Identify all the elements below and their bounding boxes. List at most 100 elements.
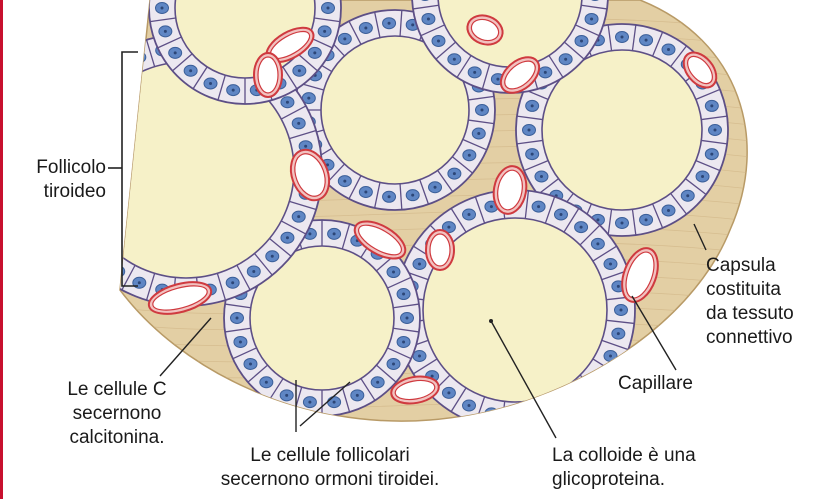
colloid-label-line2: glicoproteina. bbox=[552, 468, 696, 492]
nucleolus bbox=[117, 270, 120, 273]
nucleolus bbox=[411, 23, 414, 26]
cell-nucleus bbox=[532, 408, 545, 419]
nucleolus bbox=[537, 412, 540, 415]
nucleolus bbox=[308, 232, 311, 235]
capillary bbox=[254, 53, 282, 97]
nucleolus bbox=[609, 263, 612, 266]
nucleolus bbox=[710, 153, 713, 156]
nucleolus bbox=[473, 71, 476, 74]
capillary-lumen bbox=[430, 234, 450, 266]
nucleolus bbox=[406, 317, 409, 320]
nucleolus bbox=[468, 154, 471, 157]
nucleolus bbox=[559, 404, 562, 407]
follicular-cells-label-line2: secernono ormoni tiroidei. bbox=[190, 468, 470, 492]
nucleolus bbox=[364, 190, 367, 193]
cell-nucleus bbox=[554, 400, 567, 411]
colloid-label-line1: La colloide è una bbox=[552, 444, 696, 468]
c-cells-label-line3: calcitonina. bbox=[42, 426, 192, 450]
nucleolus bbox=[343, 180, 346, 183]
nucleolus bbox=[117, 67, 120, 70]
nucleolus bbox=[327, 7, 330, 10]
cell-boundary bbox=[564, 388, 579, 412]
nucleolus bbox=[701, 175, 704, 178]
cell-boundary bbox=[66, 106, 91, 119]
nucleolus bbox=[531, 153, 534, 156]
follicle-label-line2: tiroideo bbox=[10, 180, 106, 204]
nucleolus bbox=[580, 39, 583, 42]
nucleolus bbox=[388, 22, 391, 25]
cell-nucleus bbox=[575, 387, 588, 398]
capsule-label: Capsula costituita da tessuto connettivo bbox=[706, 254, 794, 350]
nucleolus bbox=[364, 27, 367, 30]
nucleolus bbox=[468, 404, 471, 407]
nucleolus bbox=[453, 58, 456, 61]
cell-boundary bbox=[66, 221, 91, 234]
nucleolus bbox=[333, 232, 336, 235]
nucleolus bbox=[544, 71, 547, 74]
nucleolus bbox=[580, 391, 583, 394]
capsule-label-line4: connettivo bbox=[706, 326, 794, 350]
nucleolus bbox=[286, 101, 289, 104]
nucleolus bbox=[98, 82, 101, 85]
nucleolus bbox=[308, 401, 311, 404]
nucleolus bbox=[481, 109, 484, 112]
nucleolus bbox=[468, 213, 471, 216]
nucleolus bbox=[686, 194, 689, 197]
left-border-line bbox=[0, 0, 3, 499]
colloid-label: La colloide è una glicoproteina. bbox=[552, 444, 696, 492]
cell-boundary bbox=[545, 397, 554, 423]
cell-boundary bbox=[81, 84, 103, 102]
nucleolus bbox=[531, 104, 534, 107]
nucleolus bbox=[477, 132, 480, 135]
nucleolus bbox=[65, 145, 68, 148]
nucleolus bbox=[138, 56, 141, 59]
capillary-label: Capillare bbox=[618, 372, 693, 396]
follicle-label-line1: Follicolo bbox=[10, 156, 106, 180]
nucleolus bbox=[174, 51, 177, 54]
nucleolus bbox=[161, 7, 164, 10]
nucleolus bbox=[434, 186, 437, 189]
colloid-pointer-dot bbox=[489, 319, 493, 323]
nucleolus bbox=[252, 270, 255, 273]
nucleolus bbox=[528, 129, 531, 132]
nucleolus bbox=[232, 89, 235, 92]
nucleolus bbox=[298, 69, 301, 72]
nucleolus bbox=[537, 205, 540, 208]
cell-nucleus bbox=[78, 232, 91, 243]
nucleolus bbox=[392, 271, 395, 274]
cell-nucleus bbox=[60, 141, 73, 152]
nucleolus bbox=[453, 172, 456, 175]
nucleolus bbox=[138, 281, 141, 284]
nucleolus bbox=[431, 375, 434, 378]
nucleolus bbox=[313, 51, 316, 54]
nucleolus bbox=[710, 104, 713, 107]
cell-nucleus bbox=[509, 411, 522, 422]
cell-boundary bbox=[580, 375, 600, 395]
nucleolus bbox=[304, 145, 307, 148]
nucleolus bbox=[514, 415, 517, 418]
nucleolus bbox=[596, 242, 599, 245]
nucleolus bbox=[376, 381, 379, 384]
nucleolus bbox=[286, 236, 289, 239]
nucleolus bbox=[72, 215, 75, 218]
nucleolus bbox=[307, 97, 310, 100]
nucleolus bbox=[189, 69, 192, 72]
nucleolus bbox=[617, 332, 620, 335]
nucleolus bbox=[645, 39, 648, 42]
nucleolus bbox=[356, 394, 359, 397]
c-cells-label-line1: Le cellule C bbox=[42, 378, 192, 402]
nucleolus bbox=[496, 78, 499, 81]
capillary-lumen bbox=[258, 57, 278, 93]
cell-nucleus bbox=[93, 78, 106, 89]
nucleolus bbox=[236, 317, 239, 320]
capsule-label-line1: Capsula bbox=[706, 254, 794, 278]
nucleolus bbox=[72, 122, 75, 125]
nucleolus bbox=[590, 17, 593, 20]
nucleolus bbox=[580, 226, 583, 229]
cell-boundary bbox=[100, 253, 118, 275]
nucleolus bbox=[617, 285, 620, 288]
nucleolus bbox=[667, 48, 670, 51]
nucleolus bbox=[333, 401, 336, 404]
cell-nucleus bbox=[67, 211, 80, 222]
